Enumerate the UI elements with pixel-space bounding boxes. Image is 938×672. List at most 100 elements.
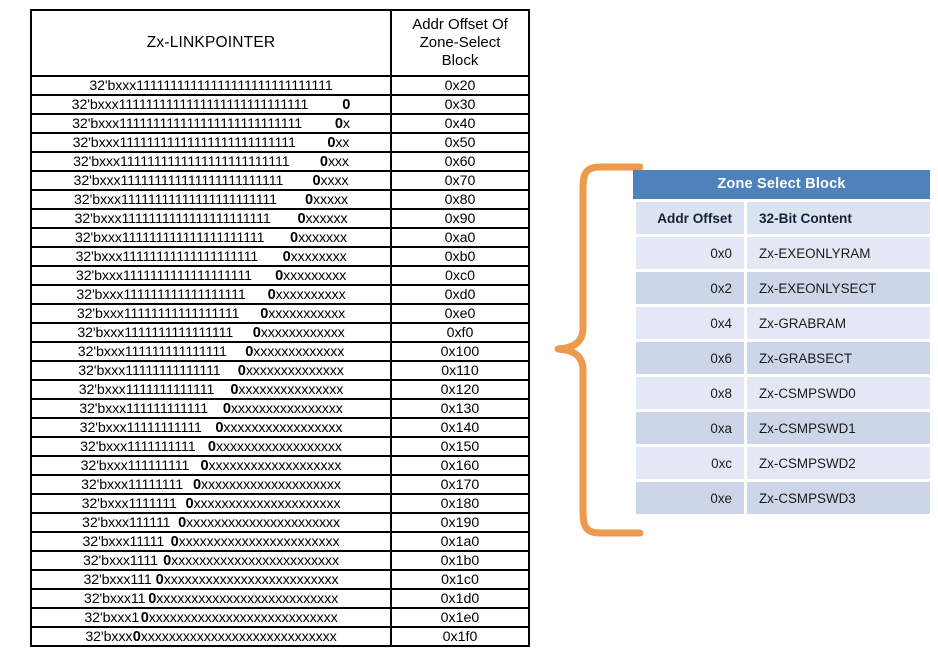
linkpointer-zero-bit: 0 — [342, 96, 351, 113]
linkpointer-bits: 32'bxxx1111111111111111111111111111 — [71, 96, 309, 113]
linkpointer-table-header-row: Zx-LINKPOINTER Addr Offset Of Zone-Selec… — [30, 9, 530, 77]
column-header-addr-offset: Addr Offset Of Zone-Select Block — [390, 9, 530, 77]
linkpointer-bits: 32'bxxx111111111111111111111111111 — [72, 115, 303, 132]
linkpointer-bits: 32'bxxx11111 — [82, 533, 165, 550]
linkpointer-zero-bit: 0 — [132, 628, 141, 645]
addr-offset-value: 0xe0 — [390, 303, 530, 324]
linkpointer-bits: 32'bxxx1 — [84, 609, 140, 626]
linkpointer-bits: 32'bxxx11111111111111111 — [76, 305, 240, 322]
linkpointer-dontcare-bits: xxxxxxxxxxxxxxxxxxxxxxxxx — [163, 571, 339, 588]
zsb-content: Zx-CSMPSWD0 — [747, 377, 930, 409]
linkpointer-bits: 32'bxxx1111111111111 — [78, 381, 215, 398]
addr-offset-value: 0x130 — [390, 398, 530, 419]
linkpointer-bits: 32'bxxx11111111 — [81, 476, 183, 493]
addr-offset-value: 0x100 — [390, 341, 530, 362]
addr-offset-value: 0x160 — [390, 455, 530, 476]
addr-offset-value: 0x1e0 — [390, 607, 530, 628]
brace-path — [554, 163, 643, 537]
zsb-addr-offset: 0xa — [636, 412, 744, 444]
linkpointer-dontcare-bits: xxxxxxxxxxxxxxxxxxx — [208, 457, 342, 474]
linkpointer-bits: 32'bxxx111111111111111111111111 — [73, 172, 284, 189]
addr-offset-value: 0xc0 — [390, 265, 530, 286]
linkpointer-zero-bit: 0 — [193, 476, 202, 493]
addr-offset-value: 0x180 — [390, 493, 530, 514]
linkpointer-dontcare-bits: xxxxxxxxxxxxxxxxxxxxx — [193, 495, 341, 512]
linkpointer-dontcare-bits: xxxxxxxxxxxx — [260, 324, 345, 341]
column-header-zsb-addr-offset: Addr Offset — [636, 202, 744, 234]
column-header-linkpointer: Zx-LINKPOINTER — [30, 9, 392, 77]
addr-offset-value: 0x60 — [390, 151, 530, 172]
linkpointer-dontcare-bits: x — [342, 115, 350, 132]
addr-offset-value: 0x1f0 — [390, 626, 530, 647]
linkpointer-zero-bit: 0 — [290, 229, 299, 246]
linkpointer-bits: 32'bxxx111111111111 — [79, 400, 209, 417]
linkpointer-bits: 32'bxxx111111111 — [80, 457, 190, 474]
linkpointer-dontcare-bits: xxxx — [320, 172, 349, 189]
linkpointer-dontcare-bits: xxxxxxxxxxxxxxxx — [230, 400, 343, 417]
linkpointer-dontcare-bits: xxxxxxxx — [290, 248, 347, 265]
linkpointer-bits: 32'bxxx1111111111111111111111111 — [73, 153, 290, 170]
addr-offset-value: 0x90 — [390, 208, 530, 229]
zone-select-block-title: Zone Select Block — [633, 170, 930, 199]
addr-offset-value: 0x170 — [390, 474, 530, 495]
linkpointer-bits: 32'bxxx111111111111111111 — [76, 286, 246, 303]
linkpointer-zero-bit: 0 — [148, 590, 157, 607]
linkpointer-bits: 32'bxxx1111111111111111111111 — [74, 210, 271, 227]
linkpointer-bits: 32'bxxx11111111111111 — [78, 362, 221, 379]
addr-offset-value: 0x70 — [390, 170, 530, 191]
addr-offset-value: 0x50 — [390, 132, 530, 153]
linkpointer-bits: 32'bxxx1111111111111111 — [77, 324, 234, 341]
linkpointer-zero-bit: 0 — [207, 438, 216, 455]
linkpointer-zero-bit: 0 — [275, 267, 284, 284]
addr-offset-value: 0x40 — [390, 113, 530, 134]
linkpointer-bits: 32'bxxx11111111111 — [79, 419, 202, 436]
linkpointer-zero-bit: 0 — [327, 134, 336, 151]
linkpointer-bits: 32'bxxx11111111111111111111111 — [74, 191, 277, 208]
linkpointer-value: 32'bxxx11111111111111111111111111111 — [30, 75, 392, 96]
linkpointer-dontcare-bits: xxxxxx — [305, 210, 348, 227]
addr-offset-value: 0xa0 — [390, 227, 530, 248]
addr-offset-value: 0x1b0 — [390, 550, 530, 571]
linkpointer-dontcare-bits: xxxxxxxxxxx — [268, 305, 346, 322]
linkpointer-zero-bit: 0 — [304, 191, 313, 208]
linkpointer-bits: 32'bxxx1111111111111111111 — [75, 267, 252, 284]
linkpointer-table: Zx-LINKPOINTER Addr Offset Of Zone-Selec… — [30, 9, 530, 647]
addr-offset-line-2: Zone-Select — [419, 33, 501, 51]
linkpointer-dontcare-bits: xxxxxxxxxxxxx — [253, 343, 345, 360]
linkpointer-zero-bit: 0 — [260, 305, 269, 322]
addr-offset-value: 0xd0 — [390, 284, 530, 305]
zsb-addr-offset: 0xc — [636, 447, 744, 479]
zsb-content: Zx-GRABRAM — [747, 307, 930, 339]
linkpointer-zero-bit: 0 — [163, 552, 172, 569]
linkpointer-zero-bit: 0 — [155, 571, 164, 588]
